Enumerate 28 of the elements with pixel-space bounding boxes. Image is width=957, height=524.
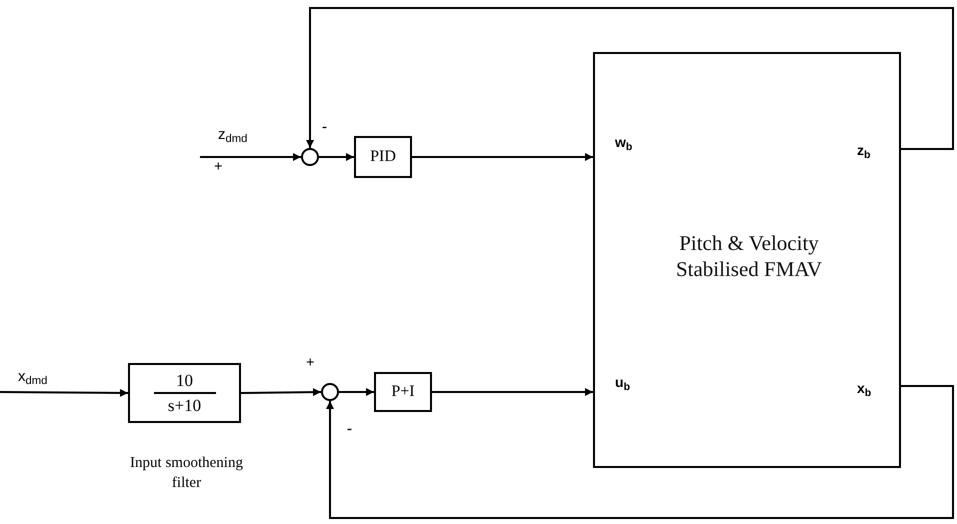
edge-label: x$_{dmd}$ — [18, 367, 48, 388]
block-caption: Input smoothening filter — [129, 454, 244, 493]
signal-arrow — [432, 388, 593, 396]
signal-arrow — [326, 385, 954, 519]
signal-arrow — [339, 388, 374, 396]
summing-junction — [321, 383, 339, 401]
signal-arrow — [200, 153, 301, 161]
sign-label: - — [347, 420, 352, 438]
controller-block: P+I — [374, 372, 432, 412]
signal-arrow — [319, 153, 354, 161]
edge-label: z$_{dmd}$ — [218, 125, 248, 146]
sign-label: + — [306, 354, 315, 372]
port-label: u$_{b}$ — [615, 373, 630, 393]
controller-block: PID — [354, 136, 412, 178]
denominator: s+10 — [168, 395, 202, 416]
plant-block — [593, 52, 901, 468]
sign-label: + — [214, 158, 223, 176]
port-label: x$_{b}$ — [857, 379, 872, 399]
signal-arrow — [412, 153, 593, 161]
block-title: Pitch & Velocity Stabilised FMAV — [674, 230, 824, 282]
signal-arrow — [0, 388, 128, 397]
numerator: 10 — [176, 370, 193, 391]
signal-arrow — [306, 7, 954, 150]
summing-junction — [301, 148, 319, 166]
sign-label: - — [322, 118, 327, 136]
port-label: w$_{b}$ — [615, 133, 632, 153]
port-label: z$_{b}$ — [857, 141, 870, 161]
signal-arrow — [240, 388, 322, 396]
